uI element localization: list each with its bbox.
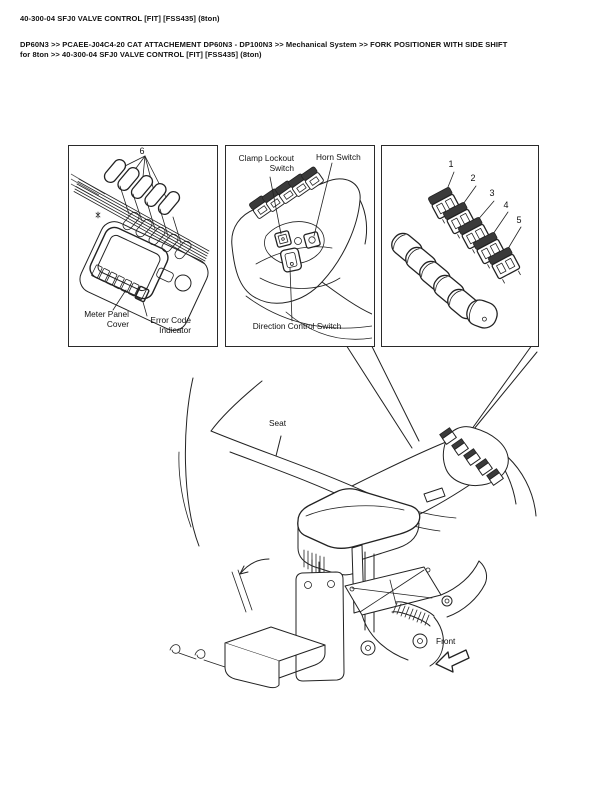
breadcrumb: DP60N3 >> PCAEE-J04C4-20 CAT ATTACHEMENT…: [20, 40, 508, 59]
page-title: 40-300-04 SFJ0 VALVE CONTROL [FIT] [FSS4…: [20, 14, 220, 23]
spring-coil: [392, 602, 430, 626]
head-switch-bank: [439, 427, 504, 486]
dash-edge-hatching: [70, 173, 210, 264]
item-number-1: 1: [448, 159, 454, 169]
item-number-3: 3: [489, 188, 495, 198]
base-bracket: [224, 626, 326, 689]
direction-control-switch-label: Direction Control Switch: [252, 321, 342, 331]
error-code-indicator-art: [134, 285, 150, 303]
armrest-switch-head: [351, 426, 509, 515]
callout-number-6: 6: [139, 146, 145, 156]
callout-box-meter-panel: 6 Meter Panel Cover Error Code Indicator: [68, 145, 218, 347]
numbered-switches-art: [391, 171, 522, 329]
clamp-lockout-switch-art: [274, 230, 292, 248]
cap-to-hole-lines: [119, 185, 182, 244]
label-leader-lines: [269, 162, 333, 322]
horn-switch-art: [303, 231, 321, 249]
direction-control-switch-art: [280, 247, 302, 273]
horn-switch-label: Horn Switch: [316, 152, 361, 162]
label-leader-lines: [112, 289, 148, 317]
rocker-switch-row: [428, 187, 521, 284]
item-number-4: 4: [503, 200, 509, 210]
meter-panel-cover-label: Meter Panel Cover: [84, 309, 129, 329]
seat-label: Seat: [269, 418, 287, 428]
front-arrow-icon: [435, 649, 470, 673]
panel-mount-holes: [122, 211, 192, 260]
armrest-art: [231, 162, 372, 340]
meter-panel-cover-art: [79, 211, 209, 331]
callout-box-armrest-switches: Clamp Lockout Switch Horn Switch Directi…: [225, 145, 375, 347]
motion-arc-icon: [239, 558, 270, 575]
clamp-lockout-switch-label: Clamp Lockout Switch: [238, 153, 294, 173]
item-number-5: 5: [516, 215, 522, 225]
switch-cap-row: [103, 158, 181, 216]
callout-leader-lines: [346, 346, 538, 449]
item-number-2: 2: [470, 173, 476, 183]
wire-harness-squiggle: [169, 644, 226, 668]
callout-box-numbered-switches: 1 2 3 4 5: [381, 145, 539, 347]
front-label: Front: [436, 636, 456, 646]
pad-rib-strip: [303, 549, 325, 576]
support-mechanism: [169, 551, 488, 689]
error-code-indicator-label: Error Code Indicator: [150, 315, 191, 335]
panel-button-strip: [91, 264, 147, 300]
rubber-cap-stack: [391, 232, 498, 329]
meter-panel-art: [70, 155, 210, 331]
